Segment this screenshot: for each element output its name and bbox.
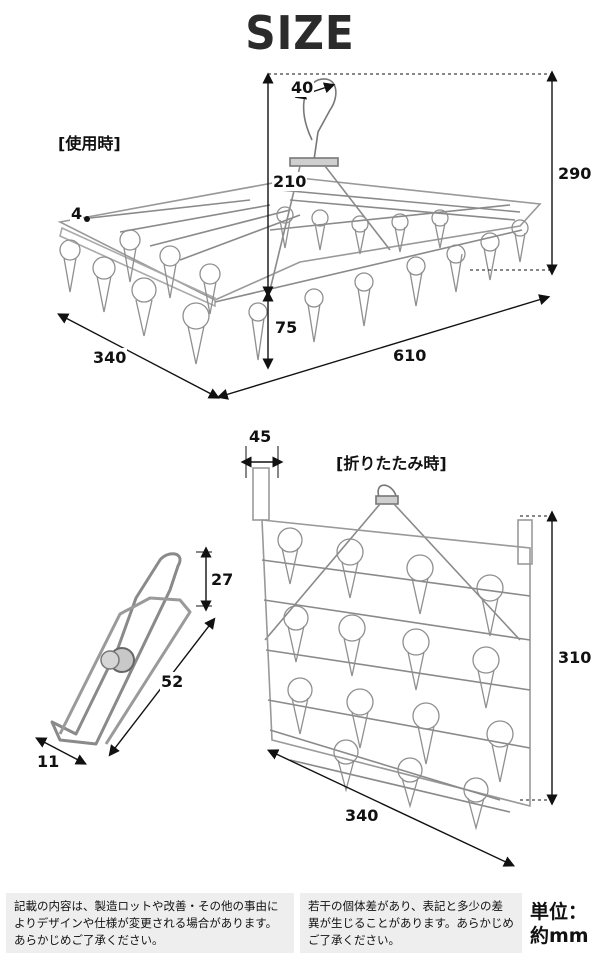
dim-clip-width: 11 xyxy=(36,752,61,771)
dim-height-in-use: 290 xyxy=(557,164,593,183)
dim-wire: 4 xyxy=(70,204,84,223)
dim-clip-top: 27 xyxy=(210,570,235,589)
dimension-lines-folded xyxy=(240,446,558,867)
dim-width-in-use: 610 xyxy=(392,346,428,365)
clip-illustration xyxy=(50,552,192,746)
in-use-label: [使用時] xyxy=(58,134,121,153)
footer-note-right: 若干の個体差があり、表記と多少の差異が生じることがあります。あらかじめご了承くだ… xyxy=(300,893,522,953)
hanger-folded-illustration xyxy=(252,467,533,813)
dimension-lines-in-use xyxy=(57,70,558,400)
dim-top-bar: 210 xyxy=(272,172,308,191)
footer-note-left: 記載の内容は、製造ロットや改善・その他の事由によりデザインや仕様が変更される場合… xyxy=(6,893,294,953)
unit-line-1: 単位： xyxy=(530,901,588,923)
clips-folded xyxy=(277,527,514,831)
dim-width-folded: 340 xyxy=(344,806,380,825)
folded-label: [折りたたみ時] xyxy=(336,454,447,473)
clips-in-use xyxy=(59,206,529,365)
dim-depth-in-use: 340 xyxy=(92,348,128,367)
dim-clip-drop: 75 xyxy=(274,318,299,337)
page-title: SIZE xyxy=(245,6,355,60)
unit-label: 単位： 約mm xyxy=(530,900,589,948)
dim-height-folded: 310 xyxy=(557,648,593,667)
unit-line-2: 約mm xyxy=(530,925,589,947)
dim-hook: 40 xyxy=(290,78,315,97)
dim-clip-length: 52 xyxy=(160,672,185,691)
dim-thickness-folded: 45 xyxy=(248,427,273,446)
